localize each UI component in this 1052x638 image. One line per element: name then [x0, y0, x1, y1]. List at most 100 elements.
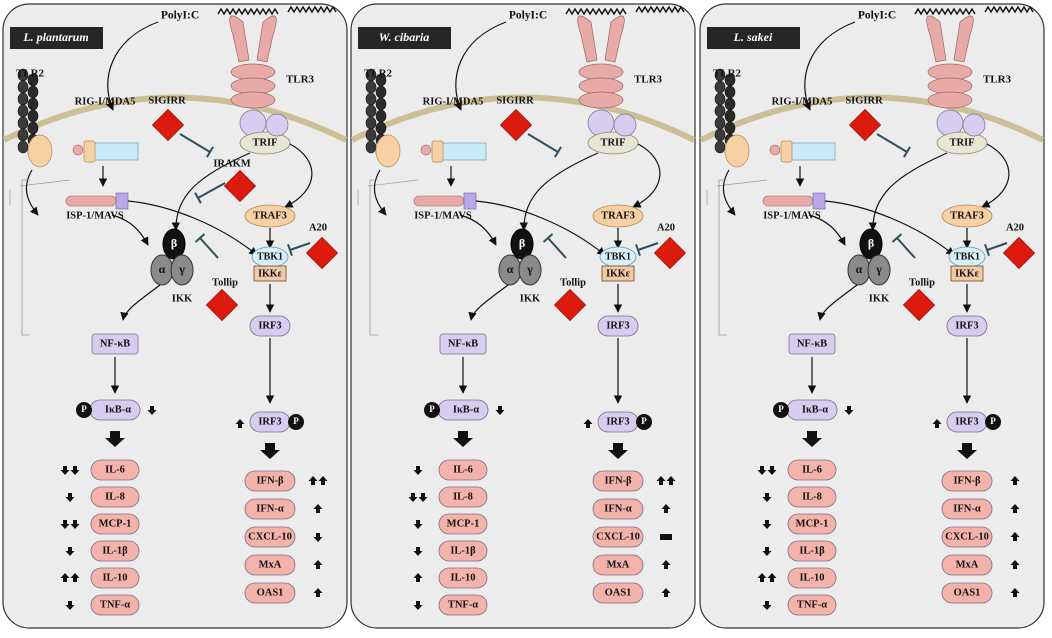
ifn-label: IFN-α [953, 503, 981, 514]
cytokine-trend [413, 573, 423, 582]
mavs-tm [115, 192, 129, 210]
ikke-label: IKKε [606, 268, 630, 279]
tlr2-domain [714, 104, 726, 118]
ikba-label: IκB-α [802, 404, 828, 415]
trif-to-ikk-arrow [868, 152, 948, 231]
cytokine-label: IL-10 [450, 572, 475, 583]
ifn-trend [1010, 532, 1020, 541]
sigirr-label: SIGIRR [148, 95, 186, 106]
ifn-trend [313, 560, 323, 569]
tlr3-label: TLR3 [983, 74, 1012, 86]
cytokine-trend-b [70, 573, 80, 582]
ifn-pill [941, 582, 993, 604]
a20-inhibition [289, 242, 311, 251]
irf3-node [946, 315, 988, 337]
mavs-to-tbk1-arrow [824, 200, 955, 256]
ifn-trend [660, 534, 672, 540]
irf3-phospho-label: P [293, 416, 299, 426]
irf3-output-arrow [608, 443, 628, 459]
ifn-trend [661, 560, 671, 569]
ikba-phospho-label: P [429, 404, 435, 414]
traf3-label: TRAF3 [950, 210, 984, 221]
cytokine-label: IL-6 [105, 464, 125, 475]
tlr3-ectodomain-left [229, 15, 250, 63]
ikk-to-nfkb-arrow [468, 284, 509, 321]
tlr2-domain [365, 92, 377, 106]
ifn-label: OAS1 [257, 587, 284, 598]
ikke-label: IKKε [258, 268, 282, 279]
ikba-phospho [76, 402, 92, 418]
trif-adapter [613, 113, 637, 137]
ifn-pill [941, 526, 993, 548]
mavs-label: ISP-1/MAVS [66, 210, 124, 221]
rig-ctd [769, 144, 781, 156]
trif-to-ikk-arrow [519, 152, 599, 231]
ikk-to-nfkb-arrow [120, 284, 161, 321]
ifn-label: IFN-β [604, 475, 632, 486]
tlr2-receptor [714, 68, 750, 168]
ikk-label: IKK [869, 293, 890, 304]
bracket-line [9, 179, 71, 205]
a20-inhibition [986, 242, 1008, 251]
ikk-beta-label: β [171, 236, 177, 250]
tollip-inhibitor [205, 288, 239, 322]
cytokine-label: IL-10 [102, 572, 127, 583]
bacterium-label: L. plantarum [22, 30, 88, 44]
cell-membrane [699, 94, 1045, 143]
polyic-label: PolyI:C [858, 10, 896, 22]
cytokine-label: IL-10 [799, 572, 824, 583]
irf3-phospho [636, 414, 652, 430]
sigirr-inhibitor [499, 108, 533, 142]
cytokine-trend-b [418, 493, 428, 502]
irf3-phospho [985, 414, 1001, 430]
irf3-trend [583, 419, 593, 428]
tlr2-domain [375, 109, 387, 123]
cytokine-label: IL-8 [453, 491, 473, 502]
irf3-phospho [288, 414, 304, 430]
trif-label: TRIF [949, 137, 974, 148]
bacterium-label: L. sakei [733, 30, 773, 44]
tlr2-domain [17, 92, 29, 106]
tlr3-label: TLR3 [634, 74, 663, 86]
cytokine-trend [413, 466, 423, 475]
irf3-phospho-label: P [641, 416, 647, 426]
ifn-pill [592, 554, 644, 576]
tlr3-stack [578, 77, 624, 95]
sigirr-inhibitor [151, 108, 185, 142]
cytokine-trend-a [60, 520, 70, 529]
polyic-dsrna [635, 5, 685, 14]
ifn-trend [1010, 588, 1020, 597]
irf3-output-arrow [957, 443, 977, 459]
irf3-output-arrow [260, 443, 280, 459]
polyic-to-rig-arrow [454, 21, 507, 111]
tlr2-domain [714, 80, 726, 94]
tollip-inhibition-bar [891, 233, 903, 243]
ikk-gamma-label: γ [875, 262, 882, 276]
tlr3-stack [927, 77, 973, 95]
tlr3-ectodomain-left [577, 15, 598, 63]
cytokine-trend-b [767, 466, 777, 475]
ikk-beta-label: β [519, 236, 525, 250]
ikk-to-nfkb-arrow [817, 284, 858, 321]
tlr2-domain [365, 116, 377, 130]
ifn-pill [592, 498, 644, 520]
trif-node [239, 131, 291, 155]
mavs-tm [812, 192, 826, 210]
tollip-inhibitor [553, 288, 587, 322]
tlr2-receptor [17, 68, 53, 168]
a20-inhibition-bar [635, 244, 641, 256]
tbk1-label: TBK1 [257, 251, 283, 262]
ifn-label: OAS1 [605, 587, 632, 598]
a20-inhibition-bar [984, 244, 990, 256]
ikba-phospho [773, 402, 789, 418]
traf3-node [941, 204, 993, 228]
irf3-trend [235, 419, 245, 428]
polyic-dsrna [287, 5, 337, 14]
tlr2-domain [27, 121, 39, 135]
ifn-pill [592, 470, 644, 492]
cytokine-label: IL-1β [799, 545, 825, 556]
a20-inhibitor [305, 236, 339, 270]
ifn-pill [592, 526, 644, 548]
